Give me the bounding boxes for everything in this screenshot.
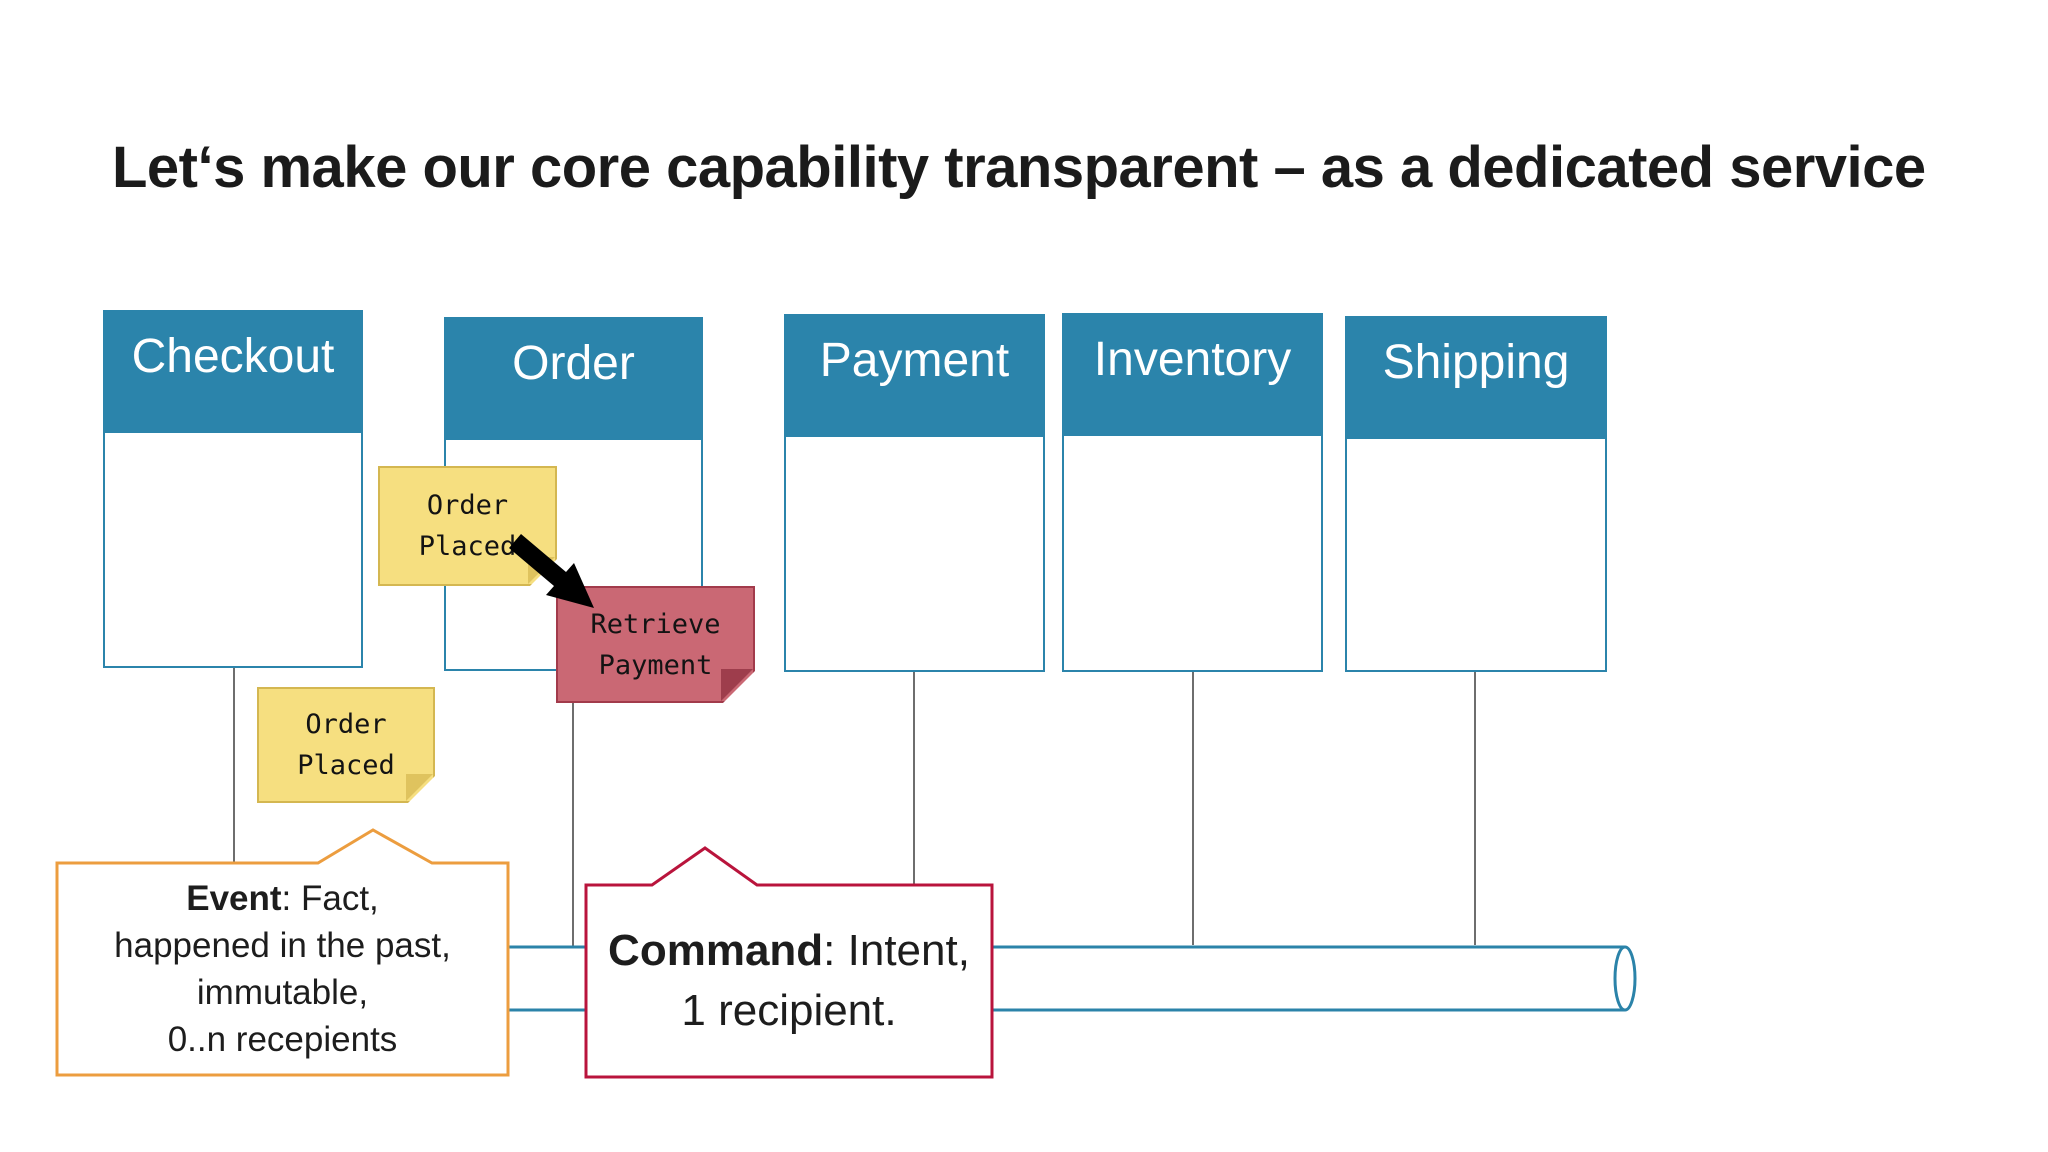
slide-title: Let‘s make our core capability transpare… bbox=[112, 135, 1926, 200]
event-term-suffix: : Fact, bbox=[281, 879, 379, 918]
event-term: Event bbox=[186, 879, 282, 918]
service-header-order: Order bbox=[446, 319, 701, 440]
service-header-inventory: Inventory bbox=[1064, 315, 1321, 436]
service-label-shipping: Shipping bbox=[1382, 336, 1570, 389]
note-line: Placed bbox=[418, 531, 517, 562]
service-header-checkout: Checkout bbox=[105, 312, 361, 433]
note-line: Retrieve bbox=[590, 608, 721, 640]
note-line: Order bbox=[305, 709, 387, 740]
pipe-end-cap bbox=[1613, 945, 1637, 1012]
event-line-1: Event: Fact, bbox=[57, 875, 508, 922]
note-line: Order bbox=[426, 490, 509, 521]
command-callout-shape bbox=[584, 846, 994, 1079]
event-line-2: happened in the past, bbox=[114, 926, 451, 965]
event-line-4: 0..n recepients bbox=[167, 1020, 398, 1059]
service-label-payment: Payment bbox=[819, 334, 1010, 387]
service-box-shipping: Shipping bbox=[1345, 316, 1607, 672]
service-label-checkout: Checkout bbox=[131, 330, 335, 383]
event-callout-text: Event: Fact, happened in the past, immut… bbox=[57, 863, 508, 1075]
service-label-inventory: Inventory bbox=[1093, 333, 1292, 386]
command-callout-text: Command: Intent, 1 recipient. bbox=[586, 885, 992, 1077]
event-callout-shape bbox=[55, 828, 510, 1077]
service-box-inventory: Inventory bbox=[1062, 313, 1323, 672]
command-term: Command bbox=[608, 926, 824, 975]
event-line-3: immutable, bbox=[196, 973, 369, 1012]
sticky-note-order-placed-bottom: Order Placed bbox=[257, 687, 435, 803]
service-box-checkout: Checkout bbox=[103, 310, 363, 668]
service-label-order: Order bbox=[512, 337, 635, 390]
sticky-note-order-placed-top: Order Placed bbox=[378, 466, 557, 586]
command-line-1: Command: Intent, bbox=[586, 921, 992, 981]
note-line: Placed bbox=[297, 750, 395, 781]
note-line: Payment bbox=[598, 649, 713, 681]
service-box-payment: Payment bbox=[784, 314, 1045, 672]
arrow-icon bbox=[509, 534, 594, 608]
service-header-shipping: Shipping bbox=[1347, 318, 1605, 439]
command-term-suffix: : Intent, bbox=[823, 926, 970, 975]
command-line-2: 1 recipient. bbox=[681, 986, 897, 1035]
service-header-payment: Payment bbox=[786, 316, 1043, 437]
